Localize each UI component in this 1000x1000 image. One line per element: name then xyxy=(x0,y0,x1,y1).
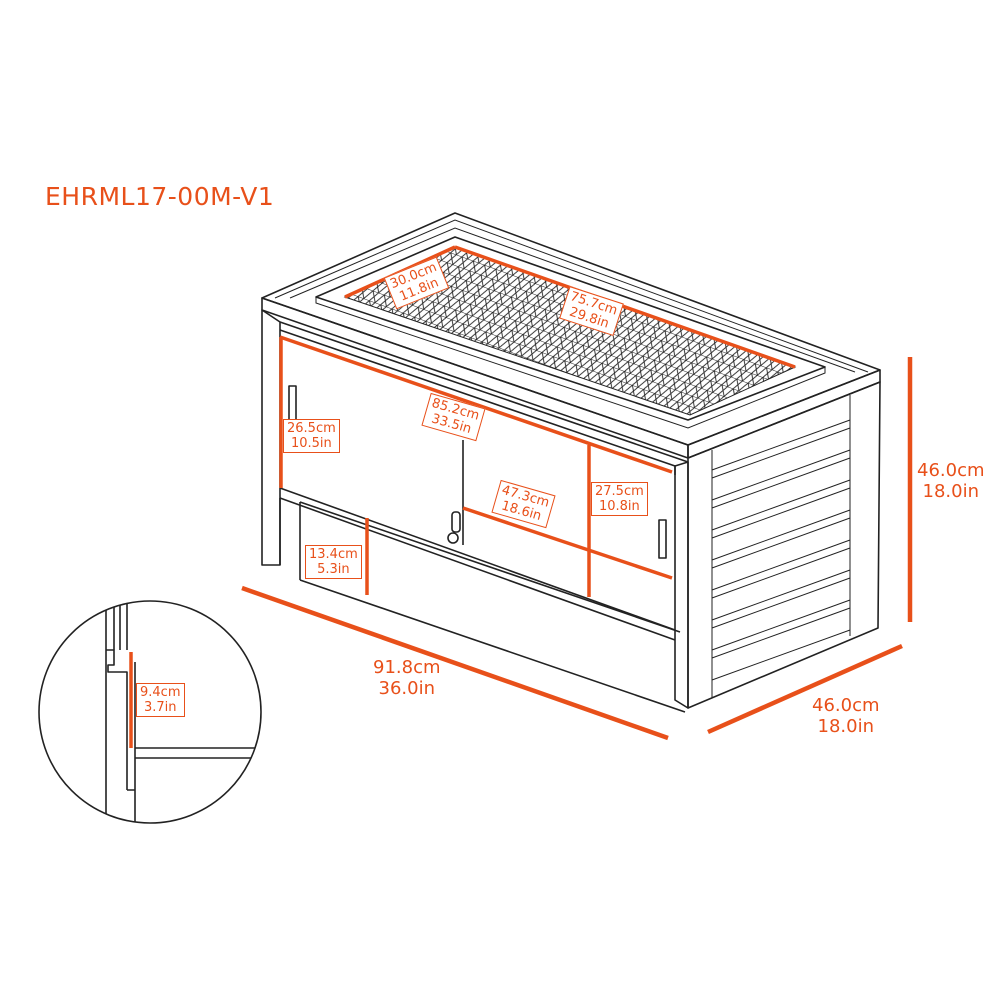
side-panel xyxy=(687,381,881,709)
dimension-lines xyxy=(241,245,913,741)
model-code: EHRML17-00M-V1 xyxy=(45,182,275,211)
lock-icon xyxy=(451,511,461,533)
knob xyxy=(447,532,459,544)
top-frame xyxy=(261,212,881,459)
